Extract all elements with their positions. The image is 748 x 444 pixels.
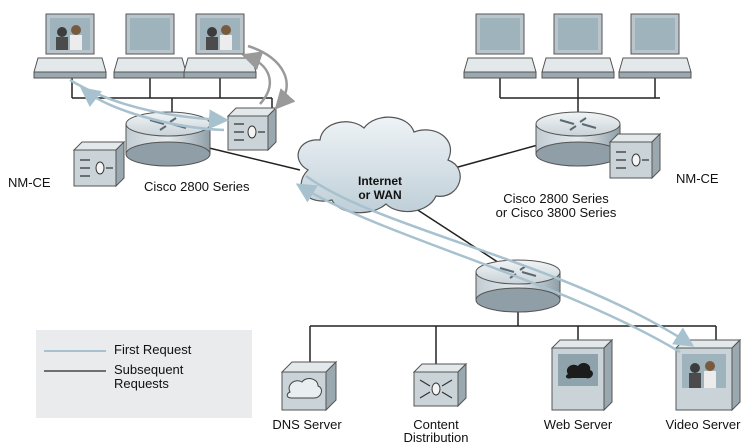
router-left (125, 111, 211, 167)
legend: First Request Subsequent Requests (36, 330, 252, 418)
web-server (550, 338, 614, 412)
content-distribution-device (412, 362, 468, 408)
label-nmce-right: NM-CE (676, 171, 719, 186)
label-content-distribution: Content Distribution (403, 418, 469, 444)
label-video-server: Video Server (665, 417, 741, 432)
lan-bottom (309, 325, 717, 368)
workstation-5 (541, 13, 615, 79)
router-bottom (475, 259, 561, 313)
label-router-right-line2: or Cisco 3800 Series (495, 205, 617, 220)
label-nmce-left: NM-CE (8, 175, 51, 190)
video-server (674, 338, 742, 412)
label-internet: Internet or WAN (357, 174, 402, 202)
legend-first-request-line (44, 350, 106, 352)
legend-first-request-label: First Request (114, 342, 192, 357)
workstation-4 (463, 13, 537, 79)
dns-server (280, 360, 338, 412)
legend-subsequent-requests-line (44, 370, 106, 372)
nmce-left (72, 140, 126, 188)
workstation-2 (113, 13, 187, 79)
router-right (535, 111, 621, 167)
legend-subsequent-requests-label: Subsequent Requests (114, 362, 184, 391)
label-dns-server: DNS Server (272, 417, 342, 432)
nmce-right (608, 132, 662, 180)
workstation-3 (183, 13, 257, 79)
label-router-left: Cisco 2800 Series (144, 179, 250, 194)
workstation-1 (33, 13, 107, 79)
label-router-right-line1: Cisco 2800 Series (503, 191, 609, 206)
workstation-6 (618, 13, 692, 79)
subsequent-request-arrows (241, 44, 296, 110)
first-request-arrows (69, 78, 695, 354)
cache-engine-top (226, 106, 278, 152)
label-web-server: Web Server (543, 417, 613, 432)
